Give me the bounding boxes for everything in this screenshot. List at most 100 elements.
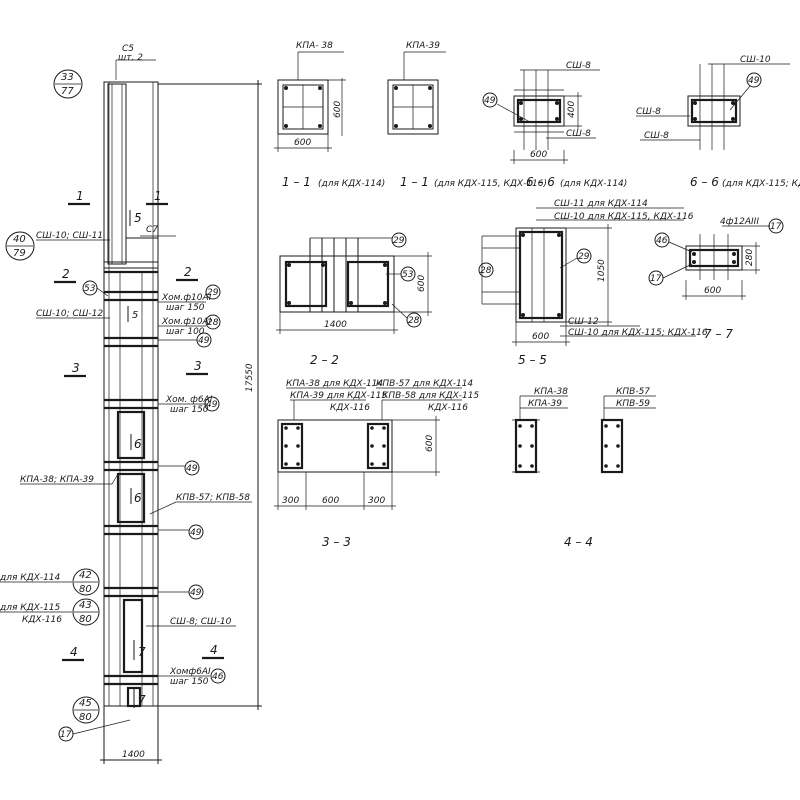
svg-text:СШ-8: СШ-8 — [644, 131, 669, 141]
note-sw10-sw12: СШ-10; СШ-12 — [36, 309, 103, 319]
svg-text:КПВ-57: КПВ-57 — [616, 387, 650, 397]
svg-text:КПА-39 для КДХ-115: КПА-39 для КДХ-115 — [290, 391, 387, 401]
svg-text:СШ-10: СШ-10 — [740, 55, 771, 65]
svg-text:29: 29 — [207, 288, 219, 298]
svg-text:шаг 150: шаг 150 — [170, 677, 209, 687]
svg-text:1: 1 — [154, 189, 162, 203]
note-for-kdx115: для КДХ-115 — [0, 603, 61, 613]
svg-text:300: 300 — [368, 496, 385, 506]
svg-text:28: 28 — [207, 318, 219, 328]
ref-42-80: 42 80 — [72, 568, 100, 596]
zone-7b-label: 7 — [138, 693, 146, 707]
svg-text:КПА-38: КПА-38 — [534, 387, 568, 397]
svg-text:3: 3 — [72, 361, 80, 375]
zone-5b-label: 5 — [132, 310, 138, 321]
svg-text:49: 49 — [748, 76, 760, 86]
svg-text:КПА-38 для КДХ-114: КПА-38 для КДХ-114 — [286, 379, 383, 389]
svg-text:600: 600 — [322, 496, 339, 506]
svg-text:49: 49 — [198, 336, 210, 346]
svg-text:53: 53 — [402, 270, 414, 280]
svg-text:6 – 6: 6 – 6 — [526, 175, 555, 189]
svg-text:49: 49 — [186, 464, 198, 474]
svg-text:6 – 6: 6 – 6 — [690, 175, 719, 189]
svg-text:79: 79 — [13, 248, 26, 259]
svg-text:Хом. ф6АI: Хом. ф6АI — [165, 395, 213, 405]
svg-text:600: 600 — [417, 275, 427, 292]
svg-text:1050: 1050 — [597, 259, 607, 282]
section-6-6-b: СШ-10 СШ-8 СШ-8 49 6 – 6 (для КДХ-115; К… — [636, 55, 800, 189]
ref-40-79: 40 79 — [5, 231, 35, 261]
svg-text:КПА- 38: КПА- 38 — [296, 41, 333, 51]
svg-text:КПА-39: КПА-39 — [406, 41, 440, 51]
svg-text:43: 43 — [79, 600, 92, 611]
svg-text:46: 46 — [656, 236, 668, 246]
svg-text:49: 49 — [206, 400, 218, 410]
svg-text:17: 17 — [650, 274, 662, 284]
svg-text:(для КДХ-114): (для КДХ-114) — [560, 179, 627, 189]
svg-text:СШ-10 для КДХ-115, КДХ-116: СШ-10 для КДХ-115, КДХ-116 — [554, 212, 694, 222]
svg-text:33: 33 — [61, 72, 74, 83]
section-marks: 1 1 2 2 3 3 4 4 — [54, 189, 224, 662]
svg-text:Хом.ф10АI: Хом.ф10АI — [161, 293, 212, 303]
c7-label: С7 — [146, 225, 158, 235]
svg-text:1400: 1400 — [324, 320, 347, 330]
svg-text:80: 80 — [79, 614, 92, 625]
ref-43-80: 43 80 — [72, 598, 100, 626]
svg-text:3 – 3: 3 – 3 — [322, 535, 351, 549]
svg-text:4: 4 — [70, 645, 78, 659]
svg-text:СШ-8: СШ-8 — [566, 61, 591, 71]
svg-text:17: 17 — [60, 730, 72, 740]
svg-text:17: 17 — [770, 222, 782, 232]
svg-text:45: 45 — [79, 698, 92, 709]
svg-text:400: 400 — [567, 101, 577, 118]
note-for-kdx116: КДХ-116 — [22, 615, 62, 625]
svg-text:53: 53 — [84, 284, 96, 294]
svg-text:600: 600 — [704, 286, 721, 296]
svg-text:2: 2 — [62, 267, 70, 281]
svg-text:600: 600 — [333, 101, 343, 118]
zone-6-label: 6 — [134, 437, 142, 451]
svg-text:1: 1 — [76, 189, 84, 203]
column-elevation: 1400 17550 С5 шт. 2 С7 5 5 6 6 7 7 — [100, 44, 262, 764]
svg-text:42: 42 — [79, 570, 92, 581]
svg-text:КПВ-59: КПВ-59 — [616, 399, 650, 409]
svg-text:1 – 1: 1 – 1 — [400, 175, 429, 189]
svg-text:(для КДХ-114): (для КДХ-114) — [318, 179, 385, 189]
svg-text:шаг 150: шаг 150 — [166, 303, 205, 313]
svg-text:КПВ-58 для КДХ-115: КПВ-58 для КДХ-115 — [382, 391, 479, 401]
section-1-1-kpa38: КПА- 38 600 600 1 – 1 (для КДХ-114) — [274, 41, 385, 189]
svg-text:КПВ-57; КПВ-58: КПВ-57; КПВ-58 — [176, 493, 250, 503]
column-markers: 53 29 28 49 49 49 49 49 46 17 — [58, 280, 226, 742]
svg-text:600: 600 — [530, 150, 547, 160]
svg-text:(для КДХ-115, КДХ-116): (для КДХ-115, КДХ-116) — [434, 179, 547, 189]
section-4-4: КПА-38 КПА-39 КПВ-57 КПВ-59 4 – 4 — [512, 387, 656, 549]
column-height-dim: 17550 — [245, 363, 255, 392]
svg-text:600: 600 — [294, 138, 311, 148]
svg-text:КДХ-116: КДХ-116 — [428, 403, 468, 413]
column-width-dim: 1400 — [122, 750, 145, 760]
svg-text:3: 3 — [194, 359, 202, 373]
svg-text:шаг 100: шаг 100 — [166, 327, 205, 337]
svg-text:КДХ-116: КДХ-116 — [330, 403, 370, 413]
svg-text:5 – 5: 5 – 5 — [518, 353, 547, 367]
svg-text:1 – 1: 1 – 1 — [282, 175, 311, 189]
svg-text:Хом.ф10АI: Хом.ф10АI — [161, 317, 212, 327]
svg-text:49: 49 — [484, 96, 496, 106]
svg-text:СШ-8: СШ-8 — [636, 107, 661, 117]
svg-text:КПВ-57 для КДХ-114: КПВ-57 для КДХ-114 — [376, 379, 473, 389]
svg-text:СШ-8; СШ-10: СШ-8; СШ-10 — [170, 617, 232, 627]
svg-text:КПА-39: КПА-39 — [528, 399, 562, 409]
zone-6b-label: 6 — [134, 491, 142, 505]
section-6-6-a: СШ-8 СШ-8 400 600 49 6 – 6 (для КДХ-114) — [482, 61, 627, 189]
section-1-1-kpa39: КПА-39 1 – 1 (для КДХ-115, КДХ-116) — [387, 41, 547, 189]
svg-text:2: 2 — [184, 265, 192, 279]
svg-text:4 – 4: 4 – 4 — [564, 535, 593, 549]
svg-text:7 – 7: 7 – 7 — [704, 327, 733, 341]
svg-text:49: 49 — [190, 528, 202, 538]
svg-text:Хомф6АI: Хомф6АI — [169, 667, 211, 677]
svg-text:4: 4 — [210, 643, 218, 657]
ref-33-77: 33 77 — [53, 69, 83, 99]
section-7-7: 4ф12АIII 17 46 17 280 600 7 – 7 — [648, 217, 784, 341]
svg-text:280: 280 — [745, 249, 755, 266]
svg-text:2 – 2: 2 – 2 — [310, 353, 339, 367]
